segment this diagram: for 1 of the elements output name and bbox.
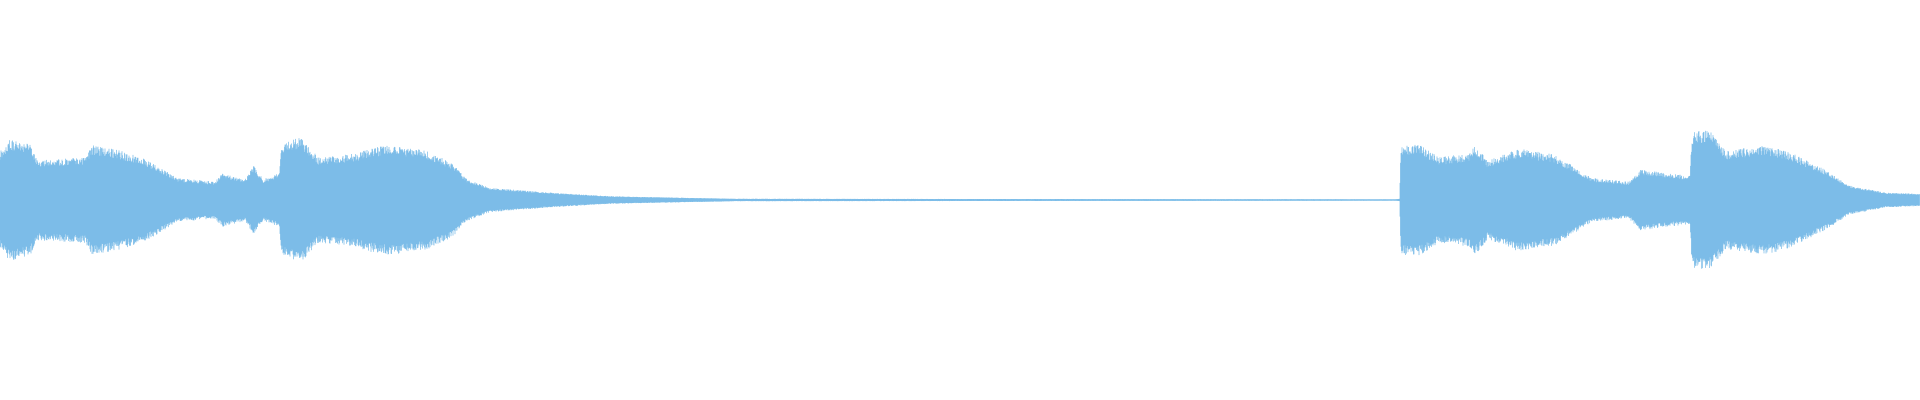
waveform-drawing [0, 130, 1920, 269]
